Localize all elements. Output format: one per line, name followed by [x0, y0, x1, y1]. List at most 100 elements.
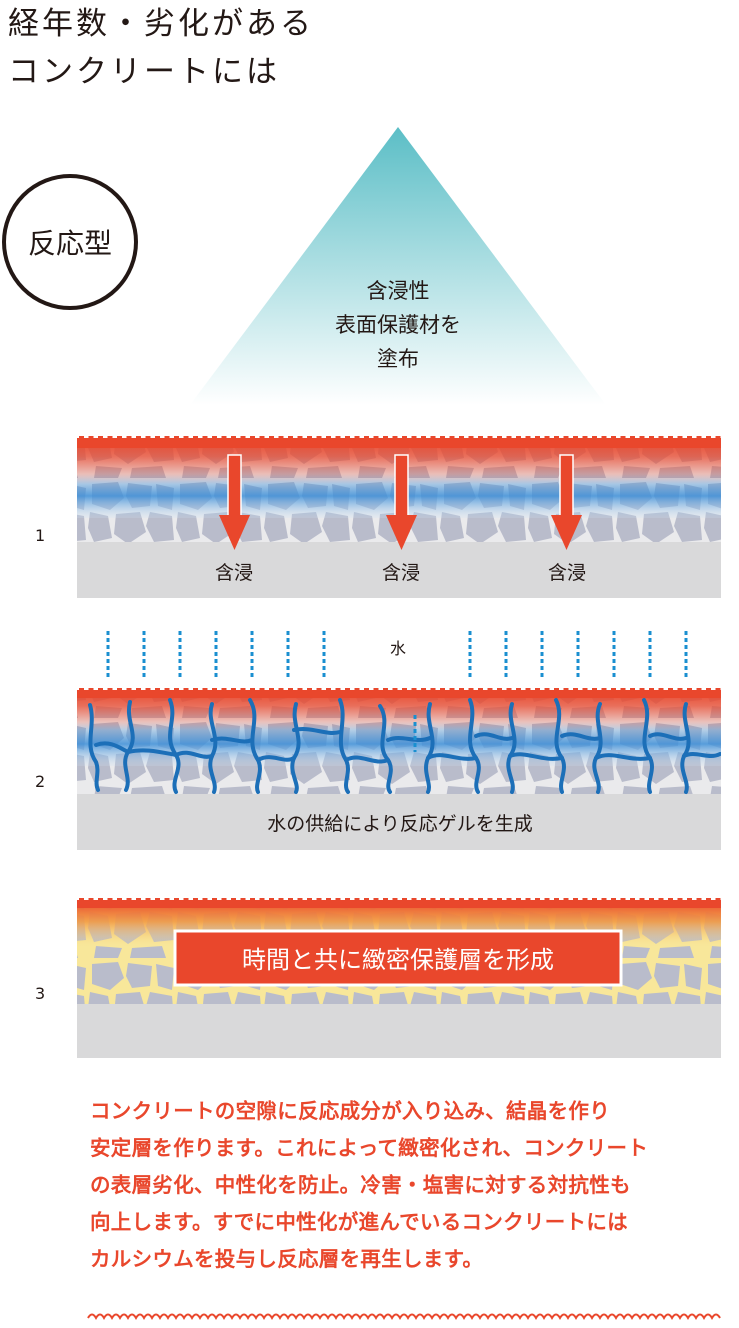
coating-tooth	[715, 898, 721, 904]
triangle-line-2: 表面保護材を	[335, 313, 461, 337]
water-drop	[648, 652, 652, 656]
coating-tooth	[497, 688, 502, 694]
coating-tooth	[649, 898, 654, 904]
coating-tooth	[459, 436, 464, 442]
coating-tooth	[687, 898, 692, 904]
coating-tooth	[326, 688, 331, 694]
coating-tooth	[335, 436, 341, 442]
water-drop	[322, 659, 326, 663]
coating-tooth	[107, 688, 113, 694]
coating-tooth	[611, 898, 616, 904]
coating-tooth	[297, 898, 303, 904]
panel-2-caption: 水の供給により反応ゲルを生成	[267, 813, 533, 835]
coating-tooth	[449, 898, 455, 904]
coating-tooth	[345, 436, 350, 442]
coating-tooth	[202, 898, 208, 904]
coating-tooth	[88, 898, 94, 904]
water-drop	[540, 673, 544, 677]
coating-tooth	[506, 688, 512, 694]
coating-tooth	[601, 436, 607, 442]
coating-tooth	[316, 898, 322, 904]
water-drop	[142, 631, 146, 635]
arrow-label-2: 含浸	[382, 562, 420, 584]
panel-2-number: 2	[35, 772, 46, 791]
coating-tooth	[183, 898, 189, 904]
page-heading: 経年数・劣化がある コンクリートには	[8, 0, 314, 96]
coating-tooth	[212, 688, 217, 694]
triangle-line-3: 塗布	[377, 347, 419, 371]
description-line-3: の表層劣化、中性化を防止。冷害・塩害に対する対抗性も	[90, 1173, 631, 1197]
coating-tooth	[630, 898, 635, 904]
water-drop	[612, 631, 616, 635]
badge-label: 反応型	[27, 227, 112, 260]
coating-tooth	[620, 688, 626, 694]
coating-tooth	[715, 688, 721, 694]
coating-tooth	[544, 436, 550, 442]
coating-tooth	[677, 688, 683, 694]
coating-tooth	[430, 688, 436, 694]
coating-tooth	[478, 898, 483, 904]
coating-tooth	[307, 436, 312, 442]
coating-tooth	[155, 688, 160, 694]
coating-tooth	[231, 898, 236, 904]
coating-tooth	[411, 688, 417, 694]
penetration-arrows	[219, 454, 582, 550]
water-drop	[178, 638, 182, 642]
water-drop	[286, 673, 290, 677]
coating-tooth	[516, 898, 521, 904]
water-drop	[214, 666, 218, 670]
coating-tooth	[278, 436, 284, 442]
coating-tooth	[259, 436, 265, 442]
water-drop	[468, 638, 472, 642]
coating-tooth	[573, 688, 578, 694]
water-drop	[214, 638, 218, 642]
coating-tooth	[706, 436, 711, 442]
coating-tooth	[592, 436, 597, 442]
water-drop	[684, 652, 688, 656]
coating-tooth	[79, 436, 84, 442]
panel-3-number: 3	[35, 984, 46, 1003]
description-text: コンクリートの空隙に反応成分が入り込み、結晶を作り 安定層を作ります。これによっ…	[90, 1093, 739, 1278]
coating-tooth	[601, 688, 607, 694]
coating-tooth	[212, 436, 217, 442]
water-drop	[504, 631, 508, 635]
coating-tooth	[620, 436, 626, 442]
water-drop	[178, 659, 182, 663]
coating-tooth	[364, 436, 369, 442]
water-drop	[286, 659, 290, 663]
coating-tooth	[240, 436, 246, 442]
water-drop	[106, 666, 110, 670]
coating-tooth	[573, 436, 578, 442]
description-line-2: 安定層を作ります。これによって緻密化され、コンクリート	[90, 1136, 649, 1160]
coating-tooth	[126, 436, 132, 442]
coating-tooth	[563, 436, 569, 442]
coating-tooth	[373, 898, 379, 904]
water-drop	[540, 631, 544, 635]
water-label: 水	[390, 639, 406, 658]
coating-tooth	[155, 436, 160, 442]
water-drop	[142, 659, 146, 663]
coating-tooth	[582, 688, 588, 694]
coating-tooth	[202, 436, 208, 442]
water-drop	[250, 666, 254, 670]
coating-tooth	[430, 898, 436, 904]
water-drop	[612, 659, 616, 663]
water-drop	[648, 638, 652, 642]
coating-teeth-rows	[79, 436, 721, 904]
water-drop	[178, 645, 182, 649]
water-drop	[684, 631, 688, 635]
coating-tooth	[373, 436, 379, 442]
water-drop	[504, 673, 508, 677]
coating-tooth	[582, 898, 588, 904]
coating-tooth	[525, 436, 531, 442]
coating-tooth	[487, 436, 493, 442]
coating-tooth	[164, 436, 170, 442]
coating-tooth	[183, 688, 189, 694]
coating-tooth	[221, 436, 227, 442]
coating-tooth	[326, 436, 331, 442]
coating-tooth	[373, 688, 379, 694]
coating-tooth	[411, 436, 417, 442]
coating-tooth	[497, 898, 502, 904]
coating-tooth	[421, 436, 426, 442]
coating-tooth	[696, 688, 702, 694]
